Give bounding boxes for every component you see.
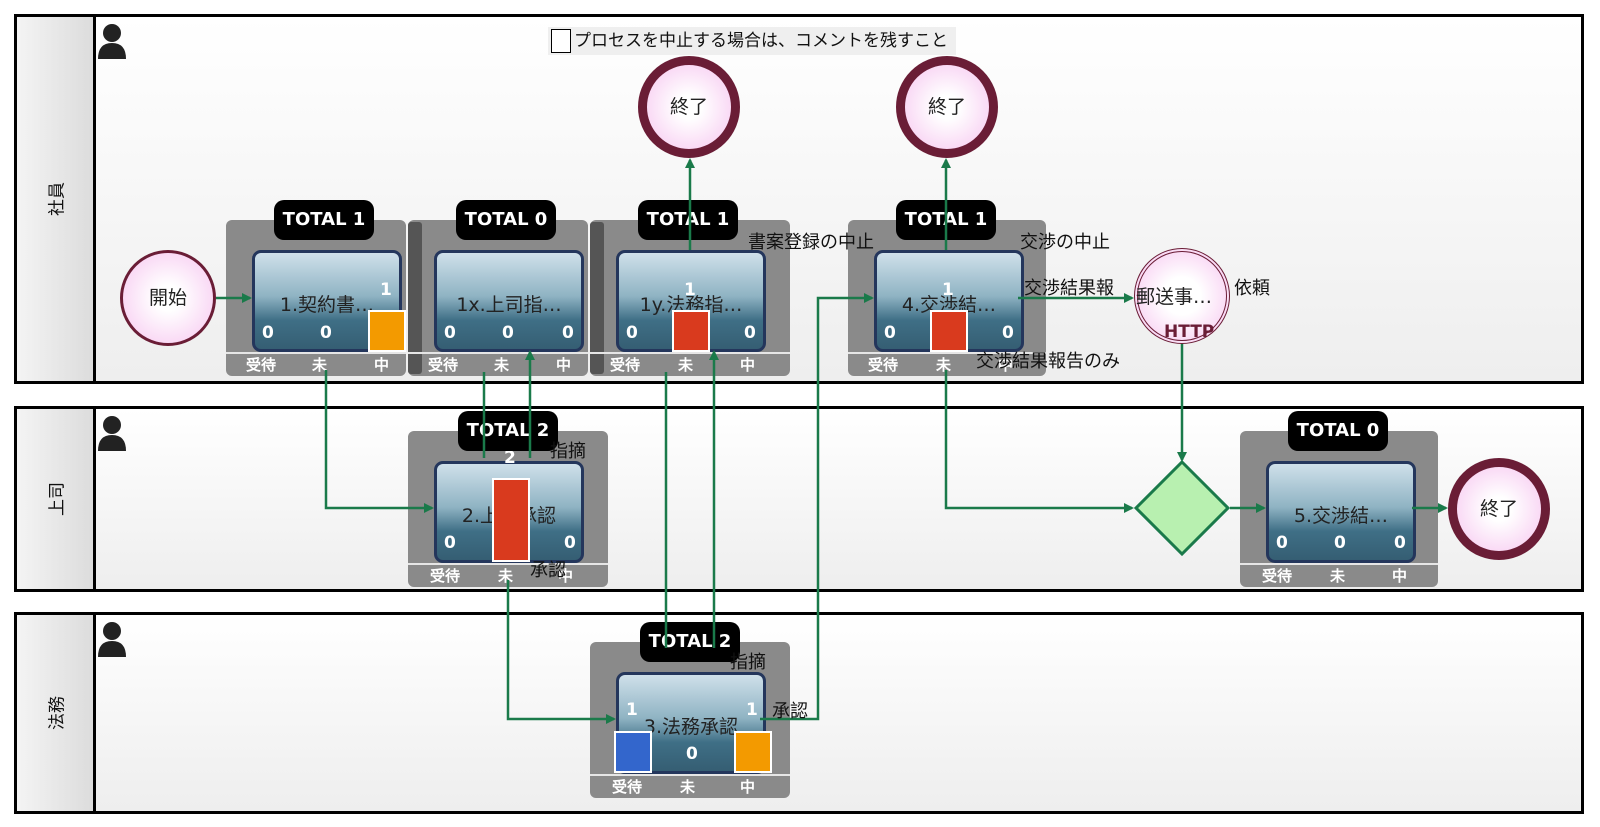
- mail-task[interactable]: 郵送事… HTTP: [1134, 248, 1230, 344]
- person-icon: [98, 416, 126, 451]
- end-event[interactable]: 終了: [638, 56, 740, 158]
- mail-task-name: 郵送事…: [1136, 286, 1213, 308]
- count-waiting: 0: [262, 323, 274, 343]
- total-badge: TOTAL 1: [638, 200, 738, 240]
- mail-task-sub: HTTP: [1164, 322, 1215, 342]
- count-inprogress: 0: [1002, 323, 1014, 343]
- task-1x[interactable]: 1x.上司指…: [434, 250, 584, 352]
- count-waiting: 1: [626, 700, 638, 720]
- count-unstarted: 0: [686, 744, 698, 764]
- start-event[interactable]: 開始: [120, 250, 216, 346]
- flow-label-request: 依頼: [1234, 278, 1270, 299]
- end-event[interactable]: 終了: [896, 56, 998, 158]
- count-inprogress: 0: [562, 323, 574, 343]
- count-inprogress: 1: [380, 280, 392, 300]
- count-waiting: 0: [444, 533, 456, 553]
- count-waiting: 0: [444, 323, 456, 343]
- flow-2-to-3: [506, 580, 616, 724]
- flow-label-point-out: 指摘: [730, 652, 766, 673]
- process-note: プロセスを中止する場合は、コメントを残すこと: [548, 27, 956, 55]
- count-inprogress: 0: [1394, 533, 1406, 553]
- unstarted-bar: [930, 310, 968, 352]
- divider: [408, 222, 422, 374]
- lane-legal: 法務: [14, 612, 1584, 814]
- task-name: 3.法務承認: [643, 716, 739, 738]
- count-waiting: 0: [884, 323, 896, 343]
- task-name: 4.交渉結…: [901, 294, 997, 316]
- flow-label-report-only: 交渉結果報告のみ: [976, 351, 1120, 372]
- total-badge: TOTAL 2: [640, 622, 740, 662]
- inprogress-bar: [368, 310, 406, 352]
- flow-label-point-out: 指摘: [550, 441, 586, 462]
- note-icon: [551, 29, 571, 53]
- inprogress-bar: [734, 731, 772, 773]
- task-name: 1y.法務指…: [639, 294, 743, 316]
- waiting-bar: [614, 731, 652, 773]
- count-unstarted: 0: [320, 323, 332, 343]
- lane-label: 上司: [17, 409, 96, 589]
- task-name: 1x.上司指…: [456, 294, 562, 316]
- count-unstarted: 1: [942, 280, 954, 300]
- count-inprogress: 0: [744, 323, 756, 343]
- flow-label-cancel-register: 書案登録の中止: [748, 232, 874, 253]
- status-bar: 受待 未 中: [408, 563, 608, 585]
- lane-label: 法務: [17, 615, 96, 811]
- total-badge: TOTAL 0: [1288, 411, 1388, 451]
- count-waiting: 0: [1276, 533, 1288, 553]
- count-unstarted: 1: [684, 280, 696, 300]
- count-unstarted: 0: [1334, 533, 1346, 553]
- person-icon: [98, 622, 126, 657]
- count-inprogress: 0: [564, 533, 576, 553]
- lane-label: 社員: [17, 17, 96, 381]
- count-unstarted: 0: [502, 323, 514, 343]
- divider: [590, 222, 604, 374]
- status-bar: 受待 未 中: [408, 352, 588, 374]
- end-event[interactable]: 終了: [1448, 458, 1550, 560]
- flow-label-report-result: 交渉結果報: [1024, 278, 1114, 299]
- flow-4-to-gateway: [944, 370, 1134, 513]
- flow-label-cancel-negotiation: 交渉の中止: [1020, 232, 1110, 253]
- gateway: [1133, 459, 1231, 557]
- flow-1-to-2: [324, 370, 434, 513]
- total-badge: TOTAL 0: [456, 200, 556, 240]
- task-5[interactable]: 5.交渉結…: [1266, 461, 1416, 563]
- count-unstarted: 2: [504, 448, 516, 468]
- task-1[interactable]: 1.契約書…: [252, 250, 402, 352]
- status-bar: 受待 未 中: [848, 352, 1046, 374]
- person-icon: [98, 24, 126, 59]
- flow-label-approve: 承認: [530, 560, 566, 581]
- unstarted-bar: [672, 310, 710, 352]
- task-name: 5.交渉結…: [1293, 505, 1389, 527]
- flow-3-to-4: [760, 293, 874, 721]
- count-inprogress: 1: [746, 700, 758, 720]
- flow-label-approve: 承認: [772, 701, 808, 722]
- status-bar: 受待 未 中: [590, 352, 790, 374]
- total-badge: TOTAL 1: [274, 200, 374, 240]
- task-name: 1.契約書…: [279, 294, 375, 316]
- status-bar: 受待 未 中: [226, 352, 406, 374]
- unstarted-bar: [492, 478, 530, 562]
- status-bar: 受待 未 中: [1240, 563, 1438, 585]
- count-waiting: 0: [626, 323, 638, 343]
- status-bar: 受待 未 中: [590, 774, 790, 796]
- total-badge: TOTAL 2: [458, 411, 558, 451]
